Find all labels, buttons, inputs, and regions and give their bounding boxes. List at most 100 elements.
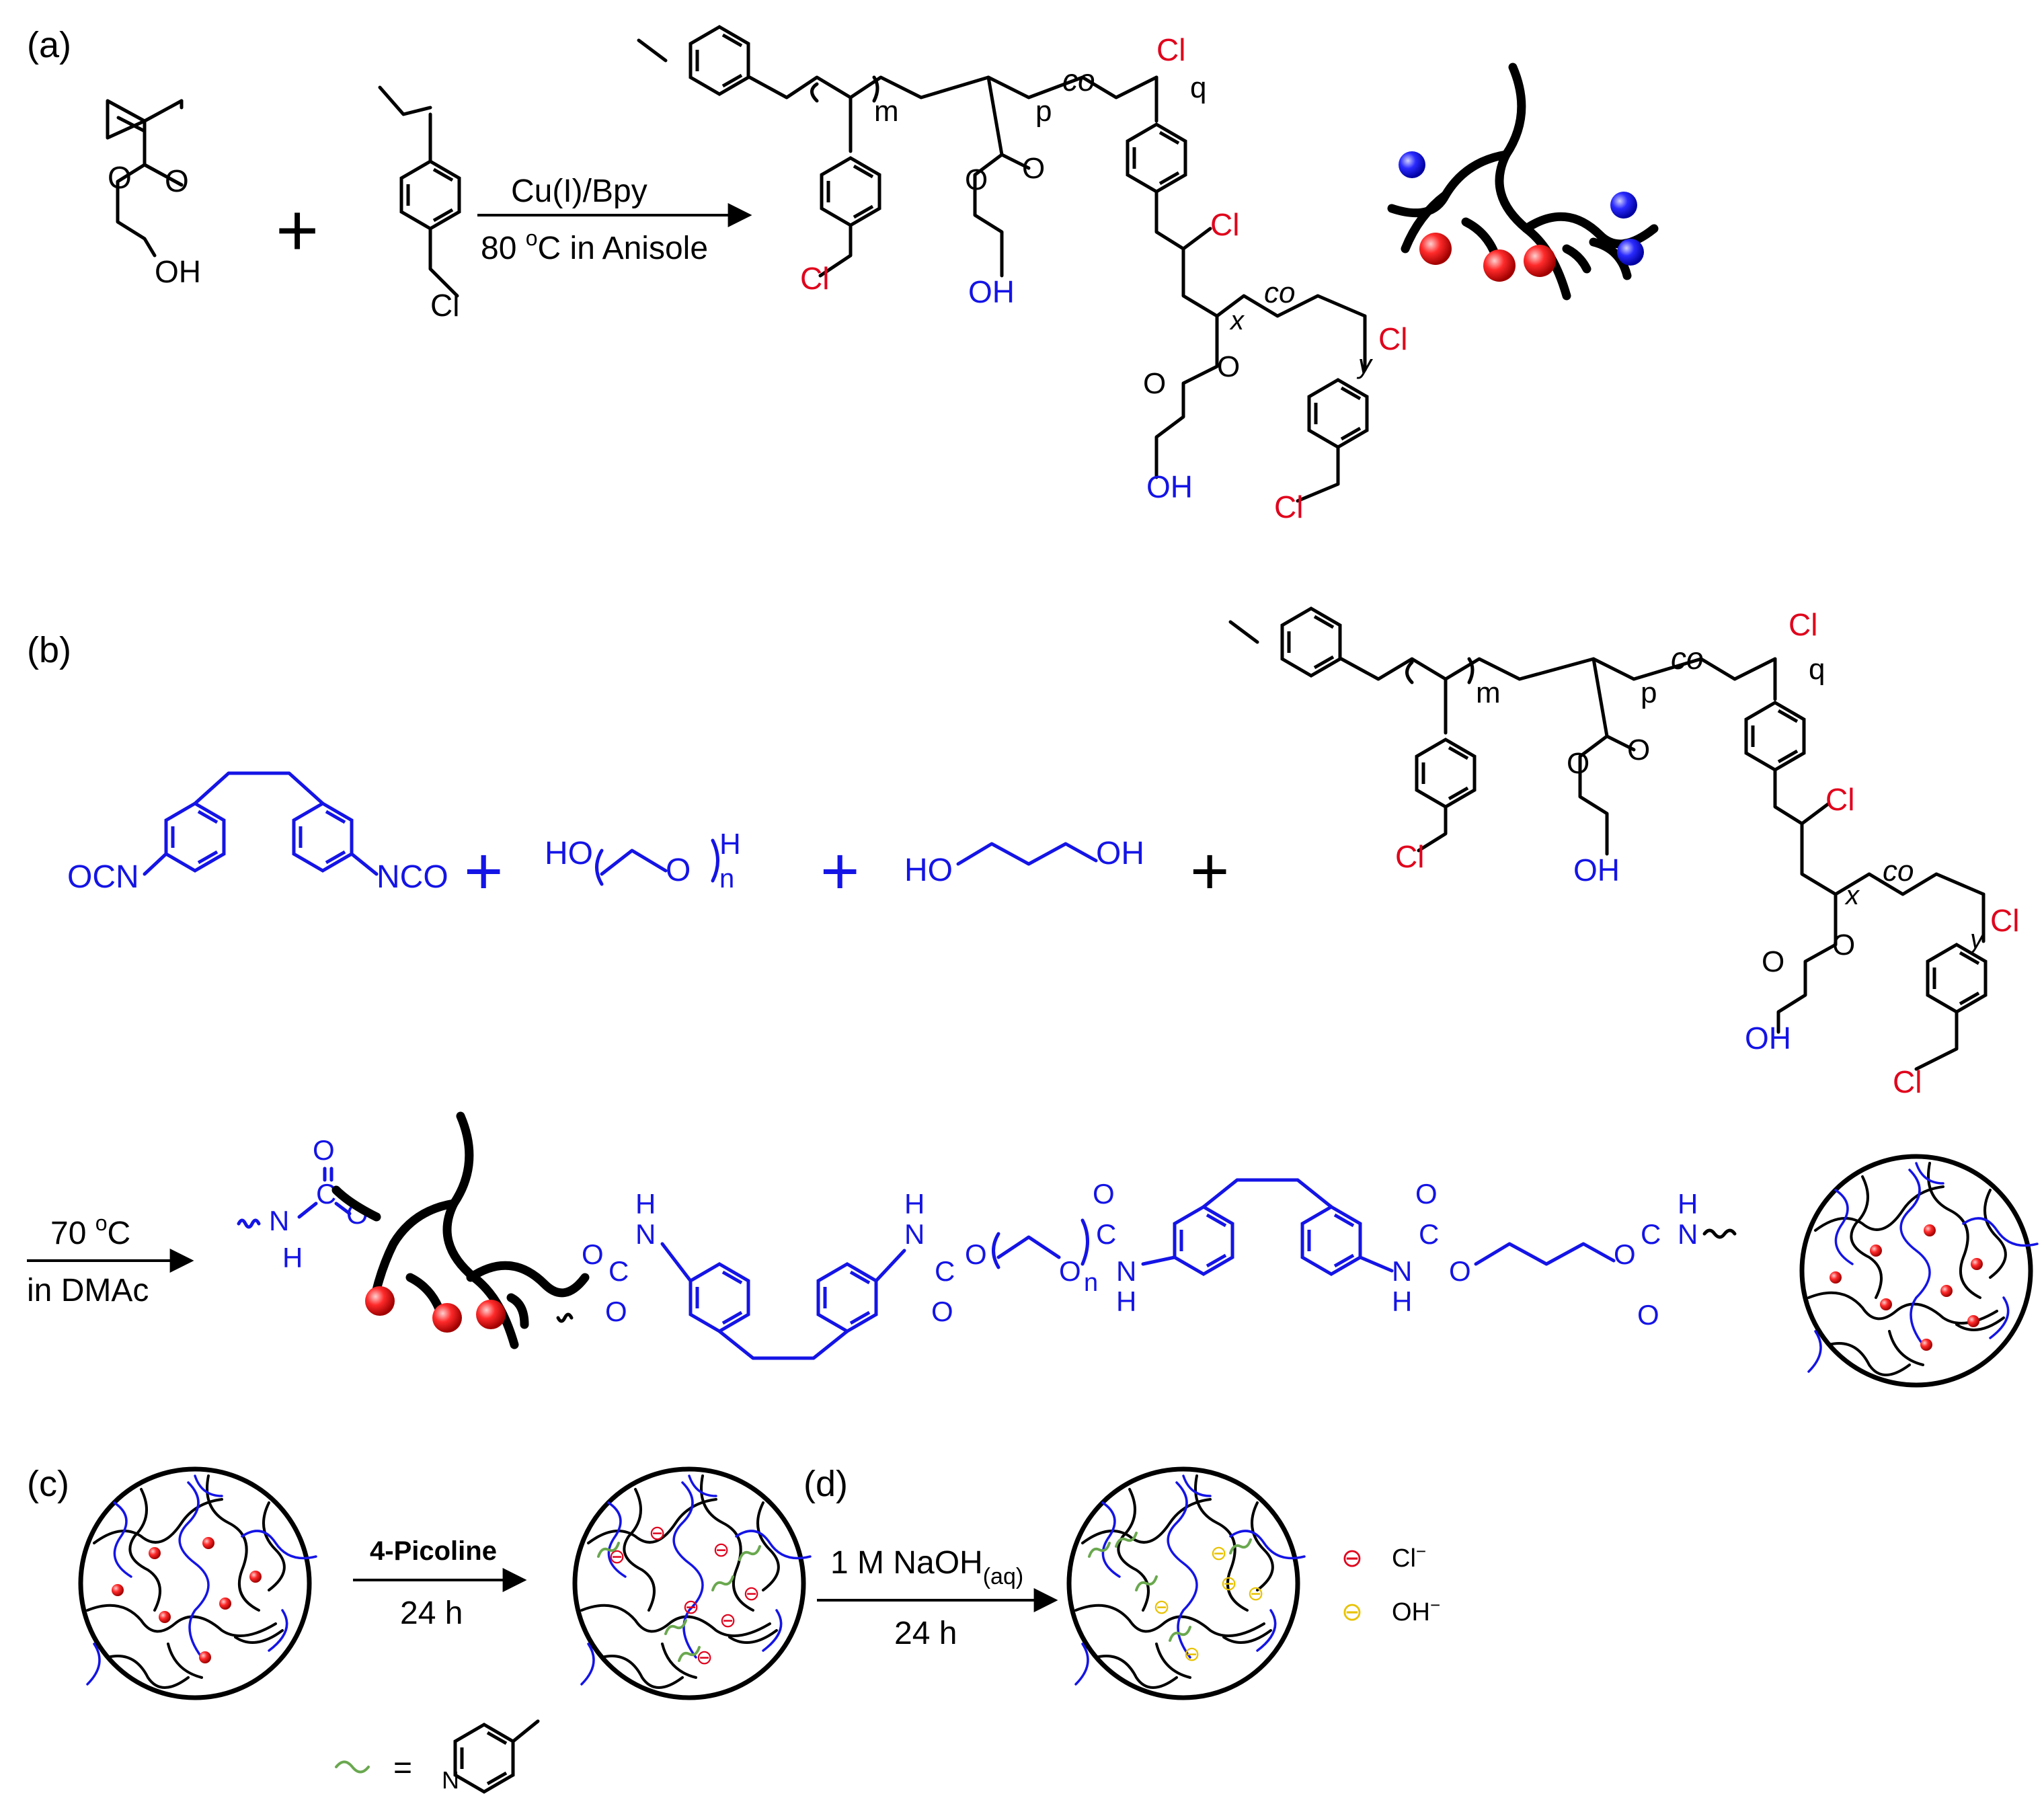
- svg-text:Cl: Cl: [1274, 489, 1303, 524]
- svg-text:O: O: [582, 1238, 604, 1270]
- svg-text:Cl: Cl: [1395, 839, 1424, 874]
- svg-text:co: co: [1264, 276, 1295, 309]
- svg-text:O: O: [605, 1296, 627, 1327]
- svg-text:C: C: [1641, 1218, 1661, 1250]
- svg-text:O: O: [1832, 929, 1855, 961]
- svg-text:N: N: [635, 1218, 656, 1250]
- svg-text:Cl: Cl: [800, 261, 829, 296]
- svg-text:Cl: Cl: [1825, 782, 1854, 817]
- svg-text:O: O: [313, 1134, 335, 1166]
- panel-label-c: (c): [27, 1464, 69, 1504]
- picoline-tails-d: [1088, 1532, 1252, 1642]
- svg-text:Cl: Cl: [1788, 607, 1817, 642]
- svg-text:n: n: [1084, 1269, 1098, 1297]
- network-sphere-initial: [81, 1469, 316, 1698]
- svg-text:Cl: Cl: [1210, 207, 1239, 242]
- svg-text:Cl: Cl: [1156, 32, 1185, 67]
- svg-text:OH−: OH−: [1392, 1595, 1440, 1626]
- svg-text:OH: OH: [1745, 1021, 1791, 1056]
- svg-text:O: O: [666, 853, 691, 888]
- svg-text:co: co: [1883, 855, 1914, 888]
- svg-text:24 h: 24 h: [894, 1616, 957, 1651]
- polyurethane-product: N H C O O O C O N H: [237, 1111, 1737, 1360]
- vbc-monomer: Cl: [378, 85, 459, 323]
- svg-text:N: N: [1116, 1255, 1136, 1287]
- svg-text:in DMAc: in DMAc: [27, 1273, 149, 1308]
- panel-a: (a) O O OH + Cl Cu(I)/Bpy 80 oC in Aniso…: [27, 25, 1659, 524]
- svg-text:C: C: [316, 1178, 336, 1210]
- svg-text:O: O: [1093, 1178, 1115, 1210]
- copolymer-a: m p co q Cl Cl O O OH Cl x co y Cl: [637, 27, 1407, 524]
- svg-text:OCN: OCN: [67, 859, 139, 895]
- network-sphere-quaternized: [575, 1469, 810, 1698]
- svg-text:HO: HO: [904, 853, 953, 888]
- svg-text:N: N: [442, 1766, 459, 1794]
- panel-b: (b) OCN NCO + HO O H n + HO OH +: [27, 607, 2037, 1385]
- mdi-monomer: OCN NCO: [67, 771, 448, 895]
- svg-text:O: O: [1614, 1238, 1636, 1270]
- ion-legend: ⊖ Cl− ⊖ OH−: [1341, 1541, 1440, 1626]
- bdo-monomer: HO OH: [904, 836, 1144, 888]
- svg-text:C: C: [1096, 1218, 1116, 1250]
- svg-text:+: +: [1190, 834, 1229, 909]
- svg-text:O: O: [965, 163, 988, 196]
- svg-text:N: N: [904, 1218, 925, 1250]
- svg-text:⊖: ⊖: [682, 1596, 699, 1618]
- svg-text:24 h: 24 h: [400, 1595, 463, 1631]
- svg-text:co: co: [1671, 641, 1704, 676]
- svg-text:O: O: [965, 1238, 987, 1270]
- svg-text:OH: OH: [1096, 836, 1144, 871]
- svg-text:O: O: [1415, 1178, 1438, 1210]
- svg-text:H: H: [1392, 1286, 1412, 1317]
- copolymer-b: m p co q Cl Cl O O OH Cl x co y Cl O O O…: [1228, 607, 2019, 1099]
- hydroxide-legend-icon: ⊖: [1341, 1598, 1363, 1626]
- svg-text:OH: OH: [1146, 469, 1193, 504]
- svg-text:H: H: [1116, 1286, 1136, 1317]
- svg-text:O: O: [1143, 367, 1166, 400]
- svg-text:n: n: [719, 864, 734, 894]
- svg-text:O: O: [1022, 152, 1045, 185]
- svg-text:O: O: [1217, 350, 1240, 383]
- branched-polymer-schematic-b: [331, 1111, 590, 1349]
- svg-text:⊖: ⊖: [1153, 1596, 1170, 1618]
- panel-c: (c) 4-Picoline 24 h ⊖ ⊖ ⊖ ⊖ ⊖ ⊖ ⊖: [27, 1464, 810, 1794]
- svg-text:NCO: NCO: [377, 859, 448, 895]
- svg-text:Cl: Cl: [1378, 321, 1407, 356]
- svg-text:Cl−: Cl−: [1392, 1541, 1426, 1573]
- svg-text:q: q: [1190, 71, 1206, 104]
- panel-d: (d) 1 M NaOH(aq) 24 h ⊖ ⊖ ⊖ ⊖ ⊖ ⊖ Cl− ⊖ …: [803, 1464, 1440, 1698]
- svg-text:Cl: Cl: [430, 288, 459, 323]
- svg-text:HO: HO: [545, 836, 593, 871]
- hema-monomer: O O OH: [106, 99, 201, 289]
- picoline-legend: = N: [335, 1719, 540, 1794]
- panel-label-b: (b): [27, 630, 71, 670]
- svg-text:x: x: [1844, 881, 1860, 910]
- svg-text:⊖: ⊖: [1247, 1583, 1264, 1605]
- svg-text:⊖: ⊖: [1220, 1573, 1237, 1595]
- picoline-tail-symbol: [335, 1760, 370, 1774]
- svg-text:70 oC: 70 oC: [50, 1211, 130, 1251]
- picoline-tails-c: [597, 1542, 761, 1662]
- network-sphere-product-b: [1802, 1156, 2037, 1385]
- svg-text:p: p: [1035, 95, 1052, 128]
- svg-text:O: O: [931, 1296, 953, 1327]
- svg-text:⊖: ⊖: [713, 1539, 730, 1561]
- svg-text:=: =: [393, 1750, 412, 1786]
- svg-text:N: N: [1392, 1255, 1412, 1287]
- svg-text:q: q: [1809, 653, 1825, 686]
- svg-text:H: H: [635, 1188, 656, 1220]
- svg-text:⊖: ⊖: [649, 1522, 666, 1544]
- svg-text:O: O: [1762, 945, 1784, 978]
- svg-text:H: H: [904, 1188, 925, 1220]
- svg-text:N: N: [1678, 1218, 1698, 1250]
- svg-text:⊖: ⊖: [1183, 1643, 1200, 1665]
- svg-text:p: p: [1641, 676, 1657, 709]
- branched-polymer-schematic-a: [1387, 63, 1659, 301]
- svg-text:m: m: [874, 95, 899, 128]
- svg-text:+: +: [464, 834, 503, 909]
- svg-text:O: O: [1567, 747, 1589, 780]
- svg-text:N: N: [269, 1205, 289, 1236]
- svg-text:H: H: [282, 1242, 303, 1273]
- svg-text:co: co: [1062, 63, 1095, 97]
- svg-text:H: H: [1678, 1188, 1698, 1220]
